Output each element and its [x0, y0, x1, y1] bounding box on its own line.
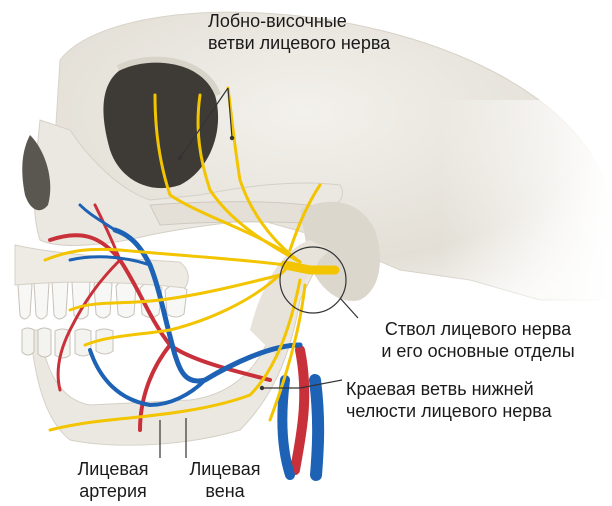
- label-marginal-line1: Краевая ветвь нижней: [346, 378, 552, 400]
- label-nerve-trunk: Ствол лицевого нерва и его основные отде…: [352, 318, 604, 362]
- label-artery-line1: Лицевая: [58, 458, 168, 480]
- label-marginal-mandibular-branch: Краевая ветвь нижней челюсти лицевого не…: [346, 378, 552, 422]
- label-vein-line2: вена: [172, 480, 278, 502]
- fade-right: [440, 100, 612, 330]
- leader-trunk: [340, 298, 358, 318]
- label-temporofrontal-line1: Лобно-височные: [208, 10, 390, 32]
- label-trunk-line2: и его основные отделы: [352, 340, 604, 362]
- label-temporofrontal-line2: ветви лицевого нерва: [208, 32, 390, 54]
- label-vein-line1: Лицевая: [172, 458, 278, 480]
- label-facial-vein: Лицевая вена: [172, 458, 278, 502]
- label-marginal-line2: челюсти лицевого нерва: [346, 400, 552, 422]
- label-facial-artery: Лицевая артерия: [58, 458, 168, 502]
- label-artery-line2: артерия: [58, 480, 168, 502]
- label-temporofrontal-branches: Лобно-височные ветви лицевого нерва: [208, 10, 390, 54]
- label-trunk-line1: Ствол лицевого нерва: [352, 318, 604, 340]
- nerve-trunk: [285, 265, 335, 270]
